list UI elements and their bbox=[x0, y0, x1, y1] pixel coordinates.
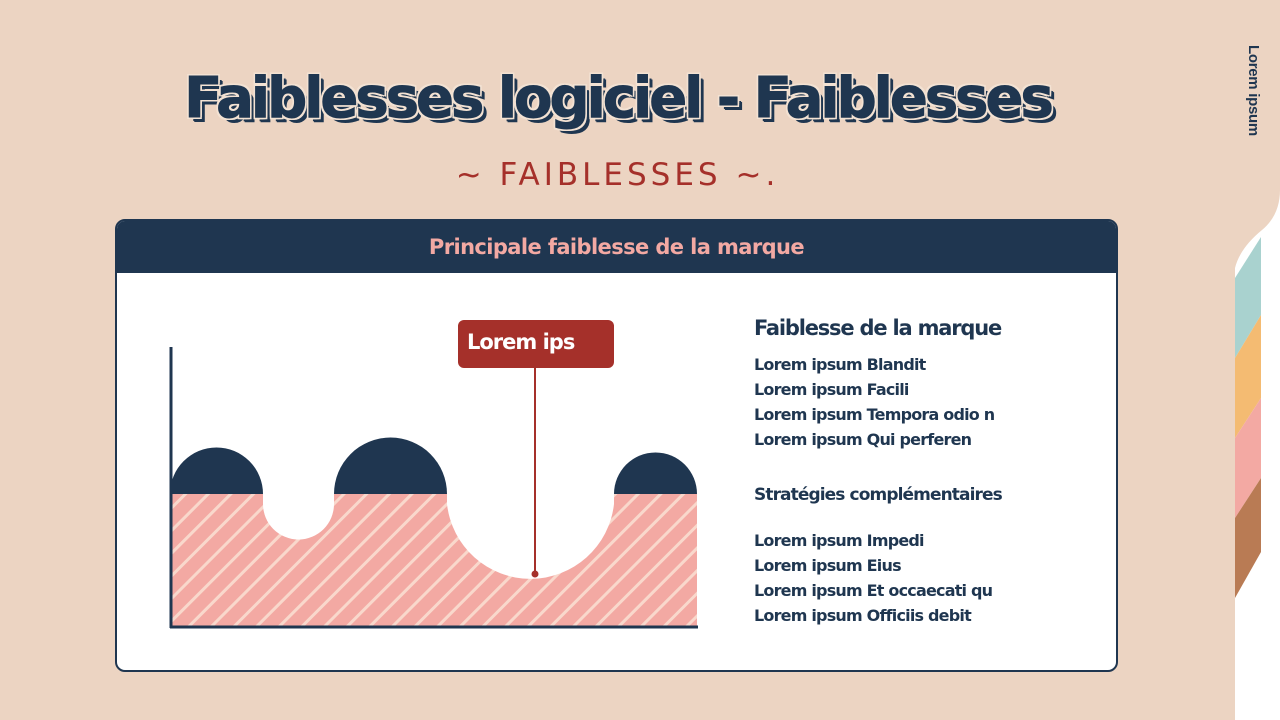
card-title: Principale faiblesse de la marque bbox=[117, 221, 1116, 273]
list-item: Lorem ipsum Qui perferen bbox=[754, 430, 972, 449]
list-item: Lorem ipsum Blandit bbox=[754, 355, 926, 374]
weakness-card: Principale faiblesse de la marque Lorem … bbox=[115, 219, 1118, 672]
tab-teal bbox=[1235, 237, 1261, 358]
callout-point bbox=[531, 570, 539, 578]
page-title: Faiblesses logiciel - Faiblesses bbox=[184, 66, 1055, 132]
list-item: Lorem ipsum Eius bbox=[754, 556, 902, 575]
tab-orange bbox=[1235, 315, 1261, 438]
strategies-list: Lorem ipsum Impedi Lorem ipsum Eius Lore… bbox=[754, 528, 1094, 628]
weakness-heading: Faiblesse de la marque bbox=[754, 316, 1002, 340]
list-item: Lorem ipsum Impedi bbox=[754, 531, 925, 550]
list-item: Lorem ipsum Facili bbox=[754, 380, 909, 399]
strategies-heading: Stratégies complémentaires bbox=[754, 485, 1003, 505]
chart-bump-2 bbox=[334, 437, 447, 494]
info-panel: Faiblesse de la marque Lorem ipsum Bland… bbox=[754, 316, 1094, 628]
tab-brown bbox=[1235, 478, 1261, 598]
page-subtitle: ~ FAIBLESSES ~. bbox=[455, 157, 780, 193]
list-item: Lorem ipsum Officiis debit bbox=[754, 606, 972, 625]
weakness-chart bbox=[169, 347, 698, 629]
chart-bump-3 bbox=[614, 452, 697, 494]
chart-area bbox=[170, 494, 697, 627]
list-item: Lorem ipsum Tempora odio n bbox=[754, 405, 995, 424]
weakness-list: Lorem ipsum Blandit Lorem ipsum Facili L… bbox=[754, 352, 1094, 452]
side-tab-label[interactable]: Lorem ipsum bbox=[1245, 45, 1262, 136]
chart-bump-1 bbox=[170, 447, 263, 494]
list-item: Lorem ipsum Et occaecati qu bbox=[754, 581, 993, 600]
chart-callout-label: Lorem ips bbox=[458, 320, 614, 368]
